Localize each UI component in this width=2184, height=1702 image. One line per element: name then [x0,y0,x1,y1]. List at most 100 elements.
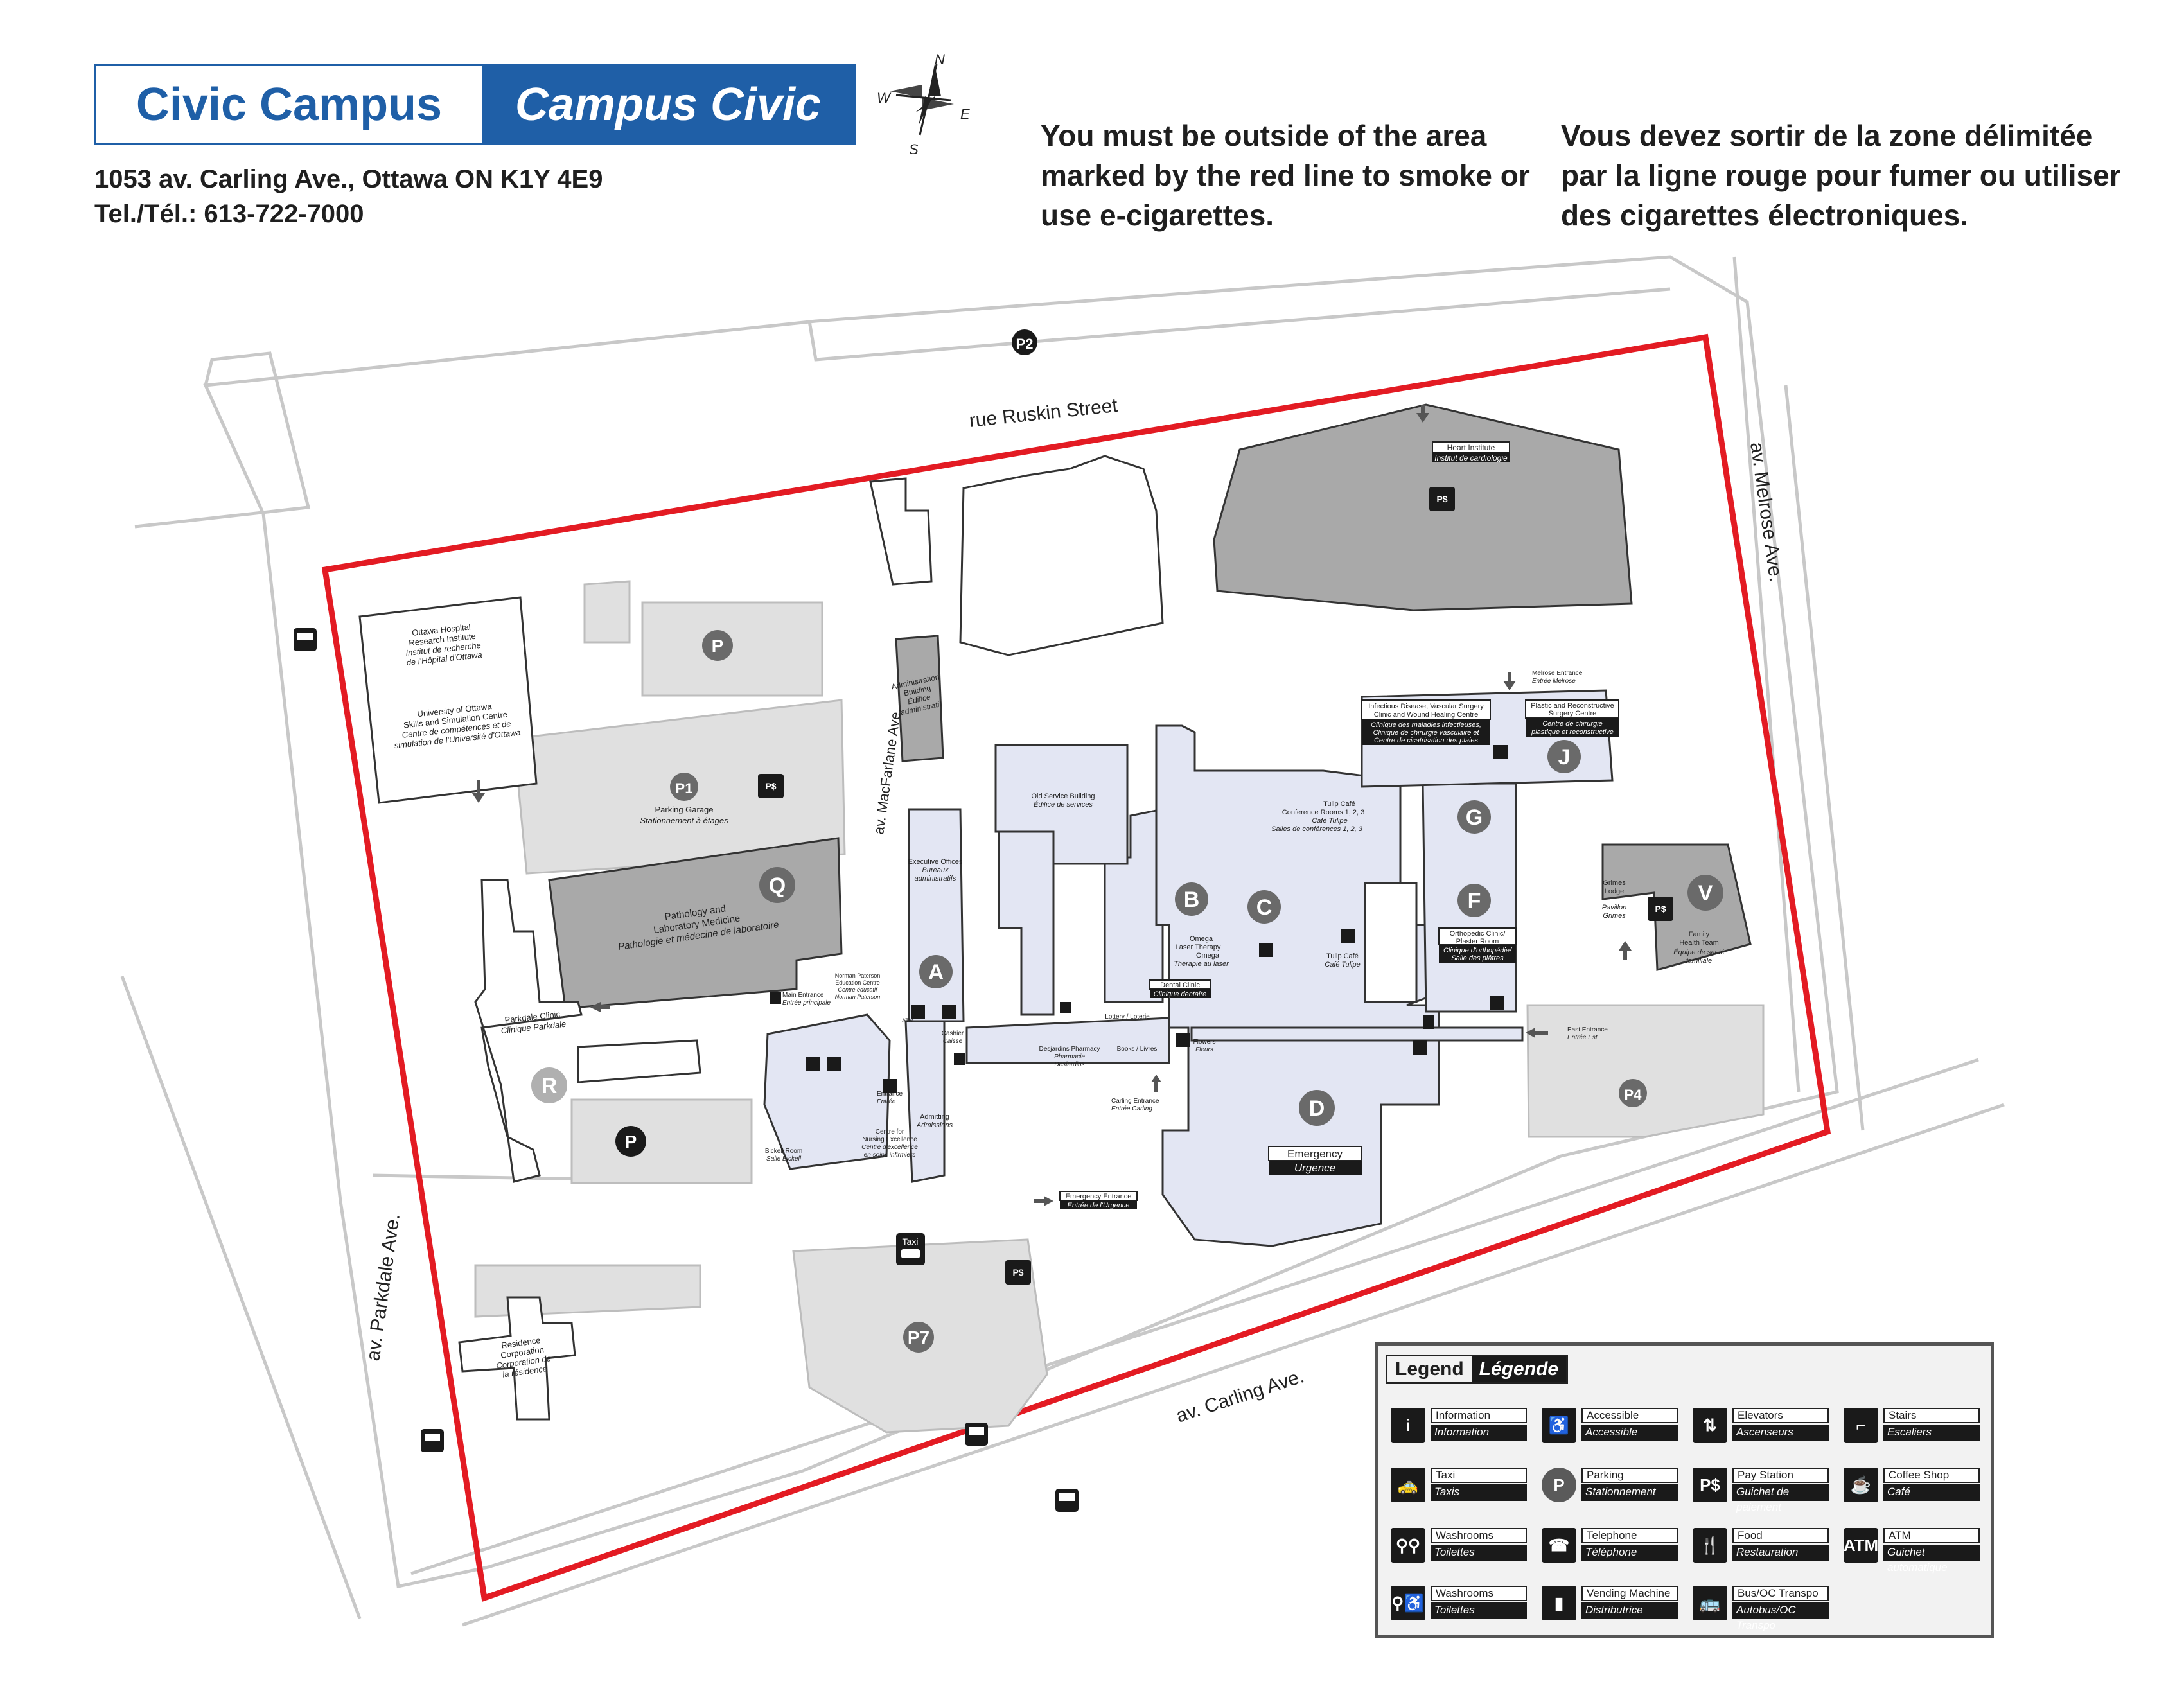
plastic-surgery-label: Plastic and Reconstructive Surgery Centr… [1525,699,1619,737]
emergency-en: Emergency [1287,1148,1343,1160]
street-melrose: av. Melrose Ave. [1746,441,1786,583]
legend-label-fr: Taxis [1431,1484,1527,1501]
information-icon: i [1391,1408,1425,1443]
accessible-icon: ♿ [1542,1408,1576,1443]
phone-number: Tel./Tél.: 613-722-7000 [94,200,364,228]
legend-label-fr: Guichet de paiement [1732,1484,1829,1513]
grimes-3: Pavillon [1602,904,1627,911]
plastic-label-4: plastique et reconstructive [1531,728,1614,736]
atm-icon: ATM [1844,1528,1878,1563]
parking-lots [474,580,1765,1434]
infectious-label-3: Clinique des maladies infectieuses, [1371,721,1481,729]
parking-p7[interactable]: P7 [908,1328,929,1347]
infectious-label-5: Centre de cicatrisation des plaies [1374,737,1479,744]
emergency-entrance-fr: Entrée de l'Urgence [1068,1202,1130,1209]
admin-label-3: Édifice [907,692,932,706]
flowers-1: Flowers [1193,1039,1215,1046]
parking-p2[interactable]: P2 [1016,336,1034,352]
infectious-disease-label: Infectious Disease, Vascular Surgery Cli… [1361,699,1491,745]
old-service-label-fr: Édifice de services [1034,800,1093,809]
bus-icon: 🚌 [1693,1586,1727,1620]
street-ruskin: rue Ruskin Street [968,395,1119,432]
norman-1: Norman Paterson [835,972,881,979]
legend-label-en: Bus/OC Transpo [1732,1586,1829,1601]
emergency-entrance-label: Emergency Entrance Entrée de l'Urgence [1059,1191,1138,1209]
heart-label-en: Heart Institute [1447,443,1495,452]
legend-label-fr: Toilettes [1431,1602,1527,1619]
carling-entrance-fr: Entrée Carling [1111,1105,1152,1112]
carling-entrance-en: Carling Entrance [1111,1098,1159,1105]
executive-offices [908,808,965,1022]
omega-1: Omega [1190,935,1213,943]
stairs-icon [942,1005,956,1019]
dental-en: Dental Clinic [1160,981,1200,989]
grimes-1: Grimes [1603,879,1626,887]
legend-label-fr: Distributrice [1581,1602,1678,1619]
ortho-4: Salle des plâtres [1451,954,1504,962]
legend-label-en: Food [1732,1528,1829,1543]
taxi-stand[interactable]: Taxi [896,1233,925,1265]
parking-p1[interactable]: P1 [676,780,693,796]
parkdale-annex [577,1039,701,1083]
plastic-label-3: Centre de chirurgie [1542,720,1603,728]
legend-label-fr: Information [1431,1425,1527,1441]
telephone-icon [1423,1015,1434,1029]
legend-label-en: Vending Machine [1581,1586,1678,1601]
parking-p-north[interactable]: P [712,636,724,656]
research-institute [358,596,538,804]
legend-label-fr: Ascenseurs [1732,1425,1829,1441]
tulip-conf-3: Café Tulipe [1312,817,1347,825]
information-icon [1176,1033,1190,1047]
melrose-entrance-fr: Entrée Melrose [1532,678,1576,685]
legend-label-en: Stairs [1883,1408,1980,1423]
pharmacy-2: Pharmacie [1054,1053,1085,1060]
executive-label-3: administratifs [915,875,956,882]
omega-3: Omega [1196,952,1220,960]
parking-markers[interactable]: P P2 P1 P P7 P4 [615,329,1647,1353]
executive-label-2: Bureaux [922,866,949,874]
executive-label-1: Executive Offices [908,858,963,866]
legend-label-en: Taxi [1431,1468,1527,1483]
smoking-notice-en: You must be outside of the area marked b… [1041,119,1530,232]
legend-label-en: Pay Station [1732,1468,1829,1483]
family-1: Family [1689,931,1710,938]
legend-label-fr: Café [1883,1484,1980,1501]
washroom-accessible-icon: ⚲♿ [1391,1586,1425,1620]
grimes-2: Lodge [1605,888,1625,895]
legend-label-en: Elevators [1732,1408,1829,1423]
letter-f: F [1468,889,1481,913]
ortho-3: Clinique d'orthopédie/ [1443,947,1512,954]
smoking-notice-fr: Vous devez sortir de la zone délimitée p… [1561,119,2121,232]
admin-building [895,635,944,762]
coffee-icon: ☕ [1844,1468,1878,1502]
title-french: Campus Civic [482,66,854,143]
legend-label-en: Washrooms [1431,1586,1527,1601]
heart-label-fr: Institut de cardiologie [1434,453,1508,462]
parking-p-parkdale[interactable]: P [625,1132,637,1152]
street-macfarlane: av. MacFarlane Ave. [870,707,904,836]
main-entrance-en: Main Entrance [782,992,824,999]
compass-n: N [935,51,945,67]
letter-j: J [1558,745,1571,769]
bickell-2: Salle Bickell [766,1155,802,1162]
old-service-label: Old Service Building [1031,793,1095,800]
pharmacy-corridor [965,1017,1170,1064]
parking-p4[interactable]: P4 [1625,1087,1642,1103]
letter-a: A [928,960,944,985]
title-english: Civic Campus [136,79,443,130]
courtyard-block [1364,882,1418,1003]
nursing-3: Centre d'excellence [861,1144,918,1151]
cashier-2: Caisse [943,1038,963,1045]
emergency-entrance-en: Emergency Entrance [1066,1193,1132,1200]
vending-icon [1060,1002,1071,1013]
legend-label-en: Accessible [1581,1408,1678,1423]
smoke-free-boundary [321,333,1831,1602]
family-3: Équipe de santé [1673,948,1725,956]
